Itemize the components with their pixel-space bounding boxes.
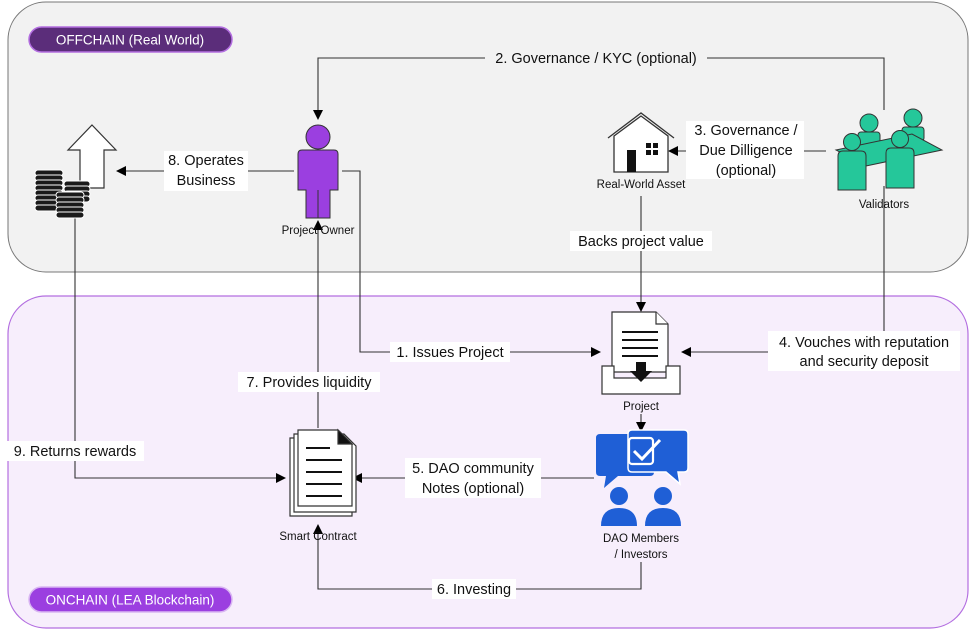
edge-1-label: 1. Issues Project: [396, 345, 503, 361]
dao-members-label-1: DAO Members: [603, 533, 679, 545]
coin-stack-icon: [34, 169, 91, 219]
edge-9-line: [74, 214, 286, 483]
dao-members-node: DAO Members / Investors: [596, 429, 689, 561]
real-world-asset-node: Real-World Asset: [597, 112, 686, 191]
validators-node: Validators: [834, 108, 944, 211]
onchain-pill: ONCHAIN (LEA Blockchain): [28, 586, 233, 613]
offchain-pill: OFFCHAIN (Real World): [28, 26, 233, 53]
group-meeting-icon: [834, 108, 944, 191]
edge-9-label: 9. Returns rewards: [14, 444, 137, 460]
person-icon: [297, 124, 339, 219]
project-node: Project: [601, 311, 681, 413]
edge-4-label-2: and security deposit: [800, 354, 929, 370]
project-owner-label: Project Owner: [282, 225, 355, 237]
edge-3-label-1: 3. Governance /: [694, 123, 798, 139]
edge-4-label-1: 4. Vouches with reputation: [779, 335, 949, 351]
project-label: Project: [623, 401, 660, 413]
smart-contract-label: Smart Contract: [279, 531, 357, 543]
document-tray-icon: [601, 311, 681, 395]
up-arrow-icon: [66, 124, 118, 189]
project-owner-node: Project Owner: [282, 124, 355, 237]
edge-3-label-3: (optional): [716, 163, 776, 179]
offchain-zone: [7, 1, 969, 273]
dao-members-label-2: / Investors: [614, 549, 667, 561]
house-icon: [607, 112, 675, 173]
edge-7-label: 7. Provides liquidity: [247, 375, 373, 391]
smart-contract-node: Smart Contract: [279, 428, 357, 543]
edge-8-label-1: 8. Operates: [168, 153, 244, 169]
community-vote-icon: [596, 429, 689, 526]
edge-5-label-1: 5. DAO community: [412, 461, 534, 477]
document-stack-icon: [289, 428, 357, 517]
real-world-asset-label: Real-World Asset: [597, 179, 686, 191]
business-node: [34, 124, 118, 219]
validators-label: Validators: [859, 199, 910, 211]
offchain-label: OFFCHAIN (Real World): [56, 33, 204, 48]
edge-3-label-2: Due Dilligence: [699, 143, 793, 159]
onchain-label: ONCHAIN (LEA Blockchain): [46, 593, 215, 608]
edge-8-label-2: Business: [177, 173, 236, 189]
edge-backs-label: Backs project value: [578, 234, 704, 250]
edge-2-label: 2. Governance / KYC (optional): [495, 51, 697, 67]
edge-5-label-2: Notes (optional): [422, 481, 524, 497]
edge-6-label: 6. Investing: [437, 582, 511, 598]
